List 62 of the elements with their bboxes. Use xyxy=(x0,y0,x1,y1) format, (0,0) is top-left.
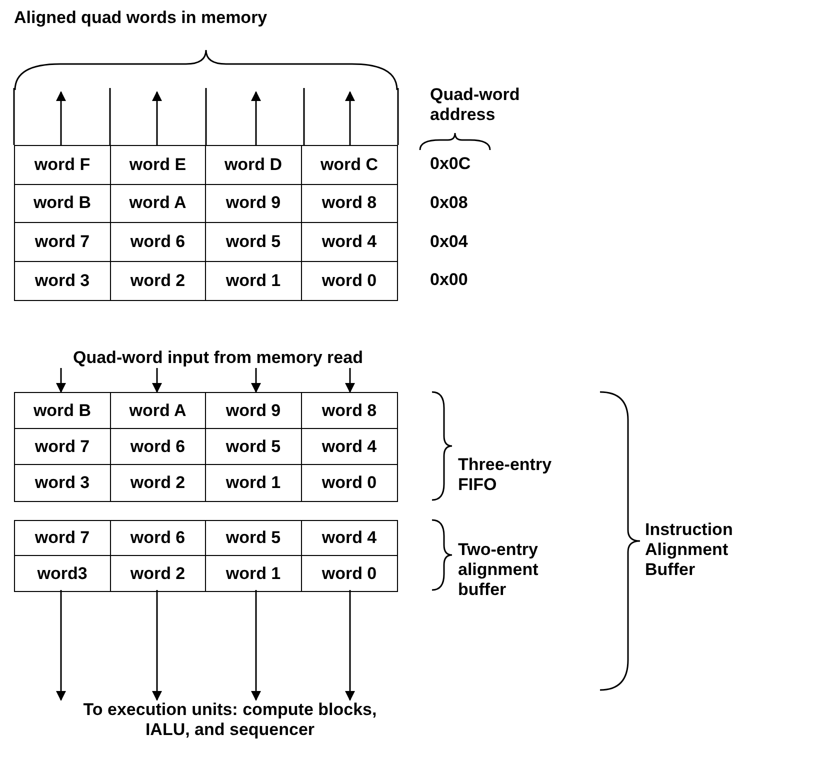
table-cell: word 5 xyxy=(206,521,302,556)
table-cell: word 1 xyxy=(206,465,302,501)
table-cell: word D xyxy=(206,146,302,184)
table-cell: word C xyxy=(302,146,397,184)
arrow xyxy=(152,368,162,393)
arrow xyxy=(345,590,355,701)
table-cell: word 3 xyxy=(15,262,110,300)
brace-label: Two-entry alignment buffer xyxy=(458,540,540,600)
address-label: 0x00 xyxy=(430,270,469,290)
table-cell: word 5 xyxy=(206,429,302,465)
table-cell: word 7 xyxy=(15,429,110,465)
table-cell-text: word 0 xyxy=(320,562,378,584)
table-cell: word F xyxy=(15,146,110,184)
caption-text: Quad-word input from memory read xyxy=(8,348,428,368)
address-label: 0x08 xyxy=(430,193,469,213)
table-cell-text: word 0 xyxy=(320,472,378,494)
table-cell: word 2 xyxy=(110,556,206,591)
word-table xyxy=(14,145,398,301)
table-cell: word 7 xyxy=(15,223,110,262)
table-cell: word 5 xyxy=(206,223,302,262)
table-cell: word 2 xyxy=(110,262,206,300)
word-table xyxy=(14,392,398,502)
arrow xyxy=(152,590,162,701)
arrow xyxy=(251,368,261,393)
caption-text: To execution units: compute blocks, IALU, and sequencer xyxy=(80,700,380,740)
table-cell-text: word 0 xyxy=(320,270,378,292)
table-cell: word A xyxy=(110,393,206,429)
table-cell: word 4 xyxy=(302,223,397,262)
table-cell: word3 xyxy=(15,556,110,591)
brace-label: Instruction Alignment Buffer xyxy=(645,520,734,580)
table-cell: word 8 xyxy=(302,184,397,223)
table-cell: word 6 xyxy=(110,521,206,556)
axis-title: Quad-word address xyxy=(430,85,521,125)
arrow xyxy=(56,91,66,145)
table-cell: word 4 xyxy=(302,521,397,556)
brace-label: Three-entry FIFO xyxy=(458,455,553,495)
table-cell: word 7 xyxy=(15,521,110,556)
table-cell: word 6 xyxy=(110,223,206,262)
table-cell: word B xyxy=(15,393,110,429)
table-cell: word 6 xyxy=(110,429,206,465)
arrow xyxy=(56,590,66,701)
address-label: 0x0C xyxy=(430,154,472,174)
table-cell: word 9 xyxy=(206,393,302,429)
arrow xyxy=(152,91,162,145)
table-cell: word 3 xyxy=(15,465,110,501)
table-cell: word 8 xyxy=(302,393,397,429)
arrow xyxy=(56,368,66,393)
table-cell: word 1 xyxy=(206,556,302,591)
table-cell: word E xyxy=(110,146,206,184)
arrow xyxy=(345,368,355,393)
arrow xyxy=(345,91,355,145)
table-cell: word A xyxy=(110,184,206,223)
address-label: 0x04 xyxy=(430,232,469,252)
table-cell: word 2 xyxy=(110,465,206,501)
heading-text: Aligned quad words in memory xyxy=(14,8,268,28)
table-cell: word 1 xyxy=(206,262,302,300)
table-cell: word B xyxy=(15,184,110,223)
word-table xyxy=(14,520,398,592)
arrow xyxy=(251,590,261,701)
arrow xyxy=(251,91,261,145)
table-cell: word 4 xyxy=(302,429,397,465)
table-cell: word 9 xyxy=(206,184,302,223)
